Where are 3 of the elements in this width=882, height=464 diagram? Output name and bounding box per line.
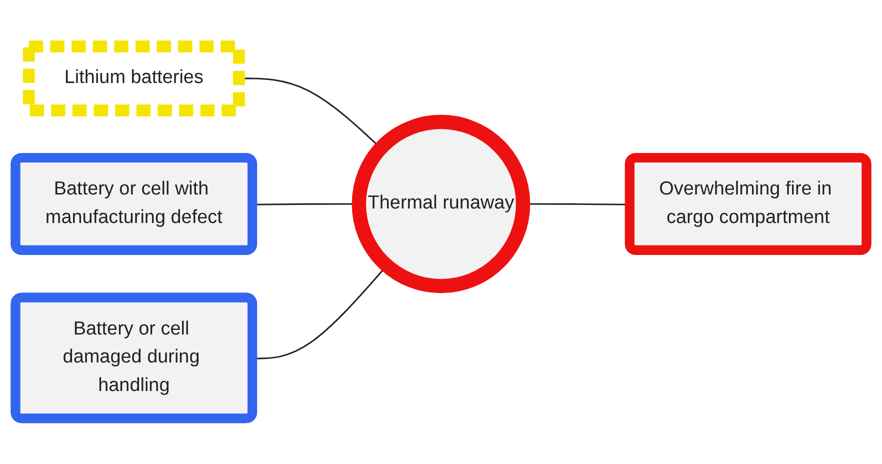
node-box xyxy=(22,40,245,116)
node-circle xyxy=(352,114,530,293)
flowchart-diagram: Lithium batteries Thermal runaway Battery or cell with manufacturing defect Battery or cell damaged during handling Overwhelming fire in cargo compartment xyxy=(6,36,876,428)
